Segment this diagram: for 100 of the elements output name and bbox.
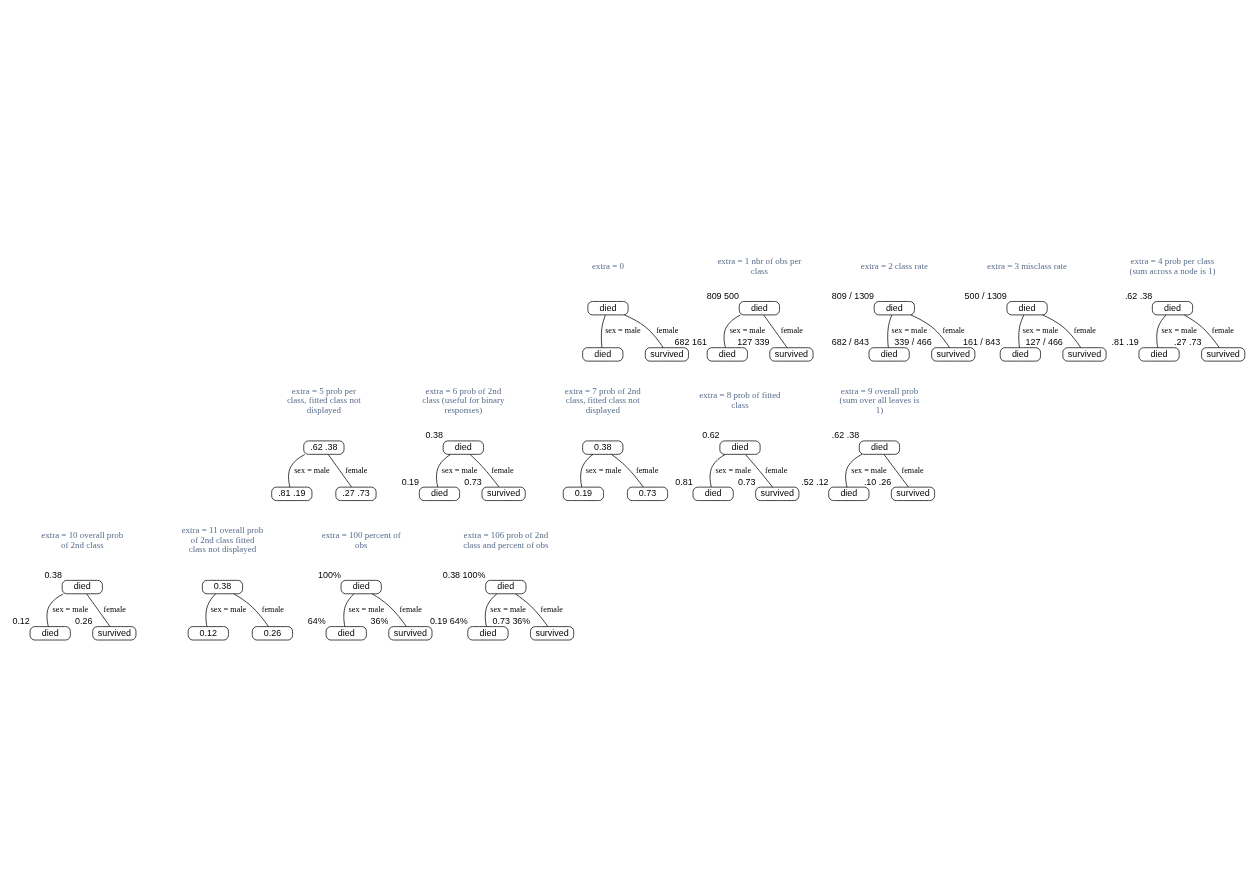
connector [910, 314, 950, 349]
node-label: .52 .12 [801, 476, 829, 487]
edge-label: sex = male [891, 326, 928, 336]
connector [709, 454, 726, 488]
edge-label: sex = male [1022, 326, 1059, 336]
node-box: died [340, 580, 382, 595]
node-label: 0.73 36% [492, 616, 531, 627]
edge-label: female [1073, 326, 1097, 336]
node-box: died [467, 626, 509, 641]
node-label: .10 .26 [863, 476, 892, 487]
connector [436, 454, 451, 488]
node-box: .62 .38 [303, 440, 345, 455]
connector [611, 454, 644, 488]
connector [86, 593, 111, 627]
node-box: died [442, 440, 484, 455]
node-box: survived [769, 347, 814, 362]
connector [46, 593, 64, 627]
label: extra = 4 prob per class (sum across a node is 1) [1129, 255, 1216, 276]
node-box: survived [92, 626, 137, 641]
node-box: survived [1062, 347, 1107, 362]
label: extra = 11 overall prob of 2nd class fitted class not displayed [181, 525, 264, 555]
node-label: 0.38 [44, 569, 62, 580]
node-label: 0.19 64% [429, 616, 468, 627]
node-label: 809 500 [706, 290, 739, 301]
edge-label: sex = male [715, 465, 752, 475]
node-label: .27 .73 [1174, 337, 1202, 348]
connector [745, 454, 773, 488]
label: extra = 106 prob of 2nd class and percent of obs [463, 529, 549, 550]
edge-label: sex = male [605, 326, 641, 336]
node-label: 0.38 100% [442, 569, 486, 580]
node-box: died [719, 440, 761, 455]
node-label: 0.62 [702, 430, 720, 441]
node-label: 0.12 [12, 616, 30, 627]
node-box: 0.38 [201, 580, 243, 595]
node-label: 682 161 [674, 337, 707, 348]
connector [1156, 314, 1167, 348]
node-label: .62 .38 [1124, 290, 1153, 301]
label: extra = 10 overall prob of 2nd class [41, 529, 124, 550]
edge-label: sex = male [348, 605, 385, 615]
node-box: died [999, 347, 1041, 362]
node-box: died [738, 301, 780, 316]
node-box: survived [1201, 347, 1246, 362]
edge-label: female [491, 465, 514, 475]
node-label: 0.73 [737, 476, 756, 487]
node-box: died [868, 347, 910, 362]
label: extra = 7 prob of 2nd class, fitted class not displayed [564, 385, 641, 416]
node-box: survived [644, 347, 689, 362]
node-box: died [1151, 301, 1193, 316]
edge-label: sex = male [210, 605, 247, 615]
edge-label: female [942, 326, 965, 336]
node-label: 339 / 466 [894, 337, 932, 348]
node-box: died [582, 347, 624, 362]
edge-label: sex = male [441, 465, 478, 475]
edge-label: sex = male [729, 326, 766, 336]
node-box: survived [388, 626, 433, 641]
connector [288, 454, 306, 488]
node-box: 0.73 [627, 486, 669, 501]
node-label: 161 / 843 [962, 337, 1001, 348]
node-label: 682 / 843 [831, 337, 869, 348]
node-label: 0.38 [425, 430, 443, 441]
connector [763, 314, 788, 348]
edge-label: female [901, 465, 924, 475]
edge-label: female [345, 465, 368, 475]
node-box: died [873, 301, 915, 316]
edge-label: female [656, 326, 679, 336]
node-box: died [828, 486, 870, 501]
node-box: died [485, 580, 527, 595]
edge-label: female [399, 605, 422, 615]
connector [845, 453, 863, 488]
edge-label: female [765, 465, 788, 475]
edge-label: sex = male [294, 465, 330, 475]
node-label: 0.73 [464, 476, 482, 487]
node-label: 127 339 [737, 337, 770, 348]
edge-label: female [780, 326, 803, 336]
connector [484, 593, 498, 627]
node-label: .81 .19 [1111, 337, 1139, 348]
node-box: survived [931, 347, 976, 362]
connector [1042, 314, 1082, 348]
label: extra = 100 percent of obs [321, 529, 401, 550]
connector [723, 314, 741, 349]
node-box: died [706, 347, 748, 362]
label: extra = 0 [592, 260, 624, 271]
node-box: survived [481, 486, 526, 501]
connector [883, 454, 909, 488]
node-box: 0.38 [582, 440, 624, 455]
edge-label: female [1211, 326, 1234, 336]
node-label: 809 / 1309 [831, 290, 875, 301]
connector [600, 314, 606, 349]
edge-label: sex = male [490, 605, 526, 615]
connector [624, 314, 664, 349]
connector [371, 593, 407, 627]
node-box: survived [530, 626, 575, 641]
node-label: 127 / 466 [1025, 337, 1063, 348]
node-box: survived [891, 486, 935, 501]
connector [343, 593, 355, 627]
node-box: died [61, 580, 103, 595]
edge-label: sex = male [1161, 326, 1197, 336]
label: extra = 2 class rate [860, 260, 928, 271]
node-label: 0.19 [401, 476, 420, 487]
node-box: 0.12 [187, 626, 229, 641]
